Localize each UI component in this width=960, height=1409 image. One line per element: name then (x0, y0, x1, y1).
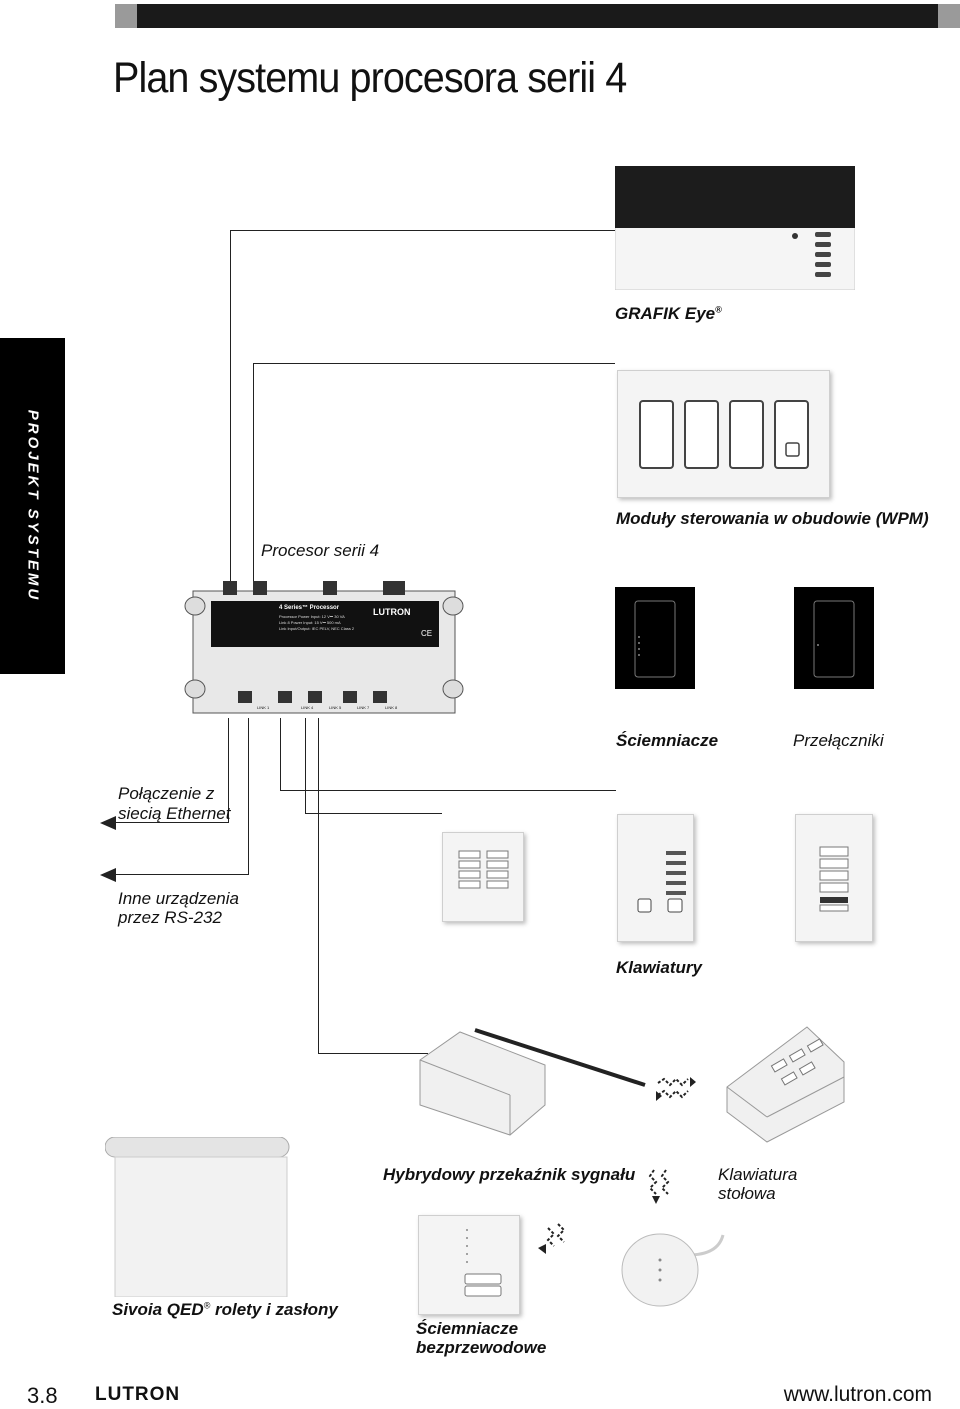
dimmer-device (615, 587, 695, 689)
ce-mark: CE (421, 629, 433, 638)
wireless-signal-icon (648, 1169, 670, 1204)
processor-link-label: LINK 4 (301, 705, 314, 710)
grafik-eye-label: GRAFIK Eye® (615, 304, 722, 324)
wireless-dimmers-label-line2: bezprzewodowe (416, 1338, 547, 1357)
arrow-left-icon (100, 816, 116, 830)
wireless-signal-icon (538, 1223, 566, 1254)
registered-mark: ® (715, 304, 722, 315)
page-title: Plan systemu procesora serii 4 (113, 54, 627, 102)
keypad-device (617, 814, 694, 942)
connector-line (318, 718, 319, 1053)
processor-brand: LUTRON (373, 607, 411, 617)
footer-url[interactable]: www.lutron.com (783, 1383, 932, 1406)
connector-line (253, 363, 254, 585)
wpm-label: Moduły sterowania w obudowie (WPM) (616, 509, 929, 528)
roller-shade-device (104, 1136, 295, 1298)
connector-line (305, 813, 442, 814)
connector-line (112, 822, 229, 823)
occupancy-sensor-device (618, 1225, 728, 1310)
rs232-label-line2: przez RS-232 (118, 908, 222, 927)
connector-line (228, 718, 229, 822)
header-bar-accent (115, 4, 137, 28)
section-tab: PROJEKT SYSTEMU (0, 338, 65, 674)
processor-label: Procesor serii 4 (261, 541, 380, 560)
grafik-eye-text: GRAFIK Eye (615, 304, 716, 323)
connector-line (280, 718, 281, 790)
tabletop-label-line1: Klawiatura (718, 1165, 798, 1184)
hybrid-repeater-device (415, 1020, 660, 1145)
wireless-signal-icon (656, 1077, 696, 1101)
connector-line (318, 1053, 428, 1054)
connector-line (112, 874, 249, 875)
sivoia-text: Sivoia QED (112, 1300, 204, 1319)
keypads-label: Klawiatury (616, 958, 702, 977)
grafik-eye-device (614, 165, 856, 291)
registered-mark: ® (203, 1300, 211, 1311)
dimmers-label: Ściemniacze (616, 731, 719, 750)
footer-logo: LUTRON (95, 1384, 181, 1405)
page-number: 3.8 (27, 1383, 58, 1408)
processor-link-label: LINK 8 (385, 705, 398, 710)
header-bar-end-accent (938, 4, 960, 28)
tabletop-label-line2: stołowa (718, 1184, 776, 1203)
processor-series: 4 Series™ Processor (279, 605, 340, 611)
ethernet-label-line1: Połączenie z (118, 784, 215, 803)
connector-line (248, 718, 249, 874)
processor-device: LUTRON 4 Series™ Processor Processor Pow… (183, 581, 465, 719)
processor-link-power: Link 8 Power Input: 15 V⎓ 500 mA (279, 620, 341, 625)
connector-line (253, 363, 615, 364)
connector-line (230, 230, 231, 585)
keypad-device (442, 832, 524, 922)
arrow-left-icon (100, 868, 116, 882)
processor-link-label: LINK 7 (357, 705, 370, 710)
connector-line (305, 718, 306, 813)
wireless-dimmers-label-line1: Ściemniacze (416, 1319, 519, 1338)
switch-device (794, 587, 874, 689)
processor-link-label: LINK 5 (329, 705, 342, 710)
wireless-dimmer-device (418, 1215, 520, 1315)
hybrid-repeater-label: Hybrydowy przekaźnik sygnału (383, 1165, 636, 1184)
rs232-label-line1: Inne urządzenia (118, 889, 239, 908)
processor-power: Processor Power Input: 12 V⎓ 30 VA (279, 614, 345, 619)
sivoia-text-suffix: rolety i zasłony (210, 1300, 338, 1319)
processor-link-label: LINK 1 (257, 705, 270, 710)
header-bar (115, 4, 960, 28)
connector-line (230, 230, 615, 231)
sivoia-label: Sivoia QED® rolety i zasłony (112, 1300, 338, 1320)
wpm-device (617, 370, 830, 498)
ethernet-label-line2: siecią Ethernet (118, 804, 231, 823)
connector-line (280, 790, 616, 791)
tabletop-keypad-device (722, 1017, 847, 1145)
switches-label: Przełączniki (793, 731, 884, 750)
keypad-device (795, 814, 873, 942)
section-tab-label: PROJEKT SYSTEMU (24, 409, 41, 603)
processor-io: Link Input/Output: IEC PELV, NEC Class 2 (279, 626, 355, 631)
